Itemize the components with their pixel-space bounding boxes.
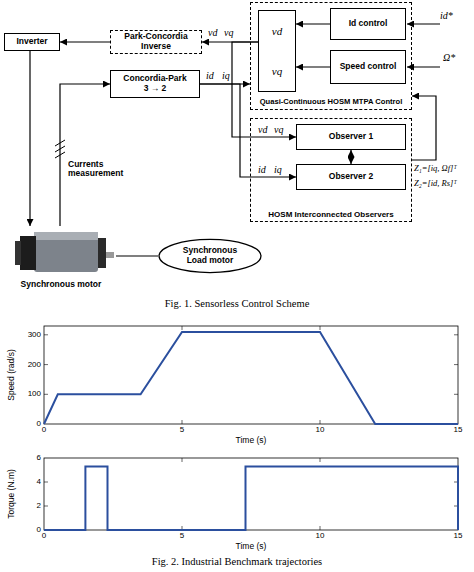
tick-label: 5 — [180, 532, 184, 541]
signal-connector — [412, 96, 436, 160]
node-text: Synchronous motor — [21, 280, 102, 290]
three-phase-mark — [55, 140, 65, 158]
signal-label: vq — [224, 27, 233, 38]
signal-connector — [29, 51, 30, 226]
motor-highlight — [34, 232, 98, 240]
signal-connector — [202, 41, 258, 42]
tick-label: 10 — [316, 532, 325, 541]
signal-label: iq — [222, 70, 230, 81]
signal-label: vd — [258, 124, 267, 135]
tick-label: 0 — [37, 420, 41, 429]
motor-endcap — [20, 236, 36, 270]
node-text: Inverter — [16, 37, 47, 47]
node-text: Synchronous Load motor — [174, 246, 246, 266]
tick-label: 0 — [37, 526, 41, 535]
controller-box: Id control — [330, 8, 406, 40]
state-vector: Z₂=[id, Rs]ᵀ — [414, 179, 457, 188]
speed-chart — [44, 326, 458, 424]
state-vector: Z₁=[iq, Ωf]ᵀ — [414, 164, 457, 173]
signal-connector — [200, 84, 296, 177]
motor-flange — [98, 238, 106, 268]
tick-label: 15 — [454, 426, 463, 435]
motor-body — [34, 232, 98, 272]
signal-connector — [296, 66, 330, 67]
signal-connector — [350, 150, 351, 164]
signal-label: iq — [274, 164, 282, 175]
signal-label: id — [206, 70, 214, 81]
figure-caption: Fig. 2. Industrial Benchmark trajectorie… — [152, 556, 322, 568]
tick-label: 6 — [37, 454, 41, 463]
voltage-box: vd vq — [258, 10, 296, 92]
axis-title: Time (s) — [236, 542, 267, 551]
signal-connector — [296, 23, 330, 24]
transform-box: Park-Concordia Inverse — [110, 30, 202, 54]
torque-chart — [44, 458, 458, 530]
signal-connector — [116, 255, 158, 256]
tick-label: 300 — [28, 330, 41, 339]
observer-box: Observer 1 — [296, 124, 406, 150]
tick-label: 4 — [37, 478, 41, 487]
observer-box: Observer 2 — [296, 164, 406, 190]
control-group: Quasi-Continuous HOSM MTPA Control vd vq Id… — [250, 2, 412, 110]
plot-frame — [44, 458, 458, 530]
node-text: Observer 1 — [329, 132, 373, 142]
node-text: Park-Concordia Inverse — [111, 32, 201, 52]
node-text: vd — [272, 25, 282, 38]
motor-node: Synchronous motor — [6, 226, 116, 292]
signal-label: vq — [274, 124, 283, 135]
signal-connector — [200, 83, 250, 84]
tick-marks — [44, 458, 458, 530]
motor-connector — [15, 241, 21, 265]
figure-caption: Fig. 1. Sensorless Control Scheme — [165, 298, 310, 310]
torque-curve — [44, 466, 458, 530]
tick-label: 5 — [180, 426, 184, 435]
signal-connector — [60, 84, 110, 226]
inverter-box: Inverter — [4, 33, 60, 51]
axis-title: Speed (rad/s) — [7, 349, 16, 401]
node-text: Concordia-Park — [123, 74, 186, 84]
motor-drawing — [15, 232, 114, 272]
tick-label: 15 — [454, 532, 463, 541]
reference-label: Ω* — [443, 52, 455, 63]
axis-title: Time (s) — [236, 436, 267, 445]
tick-label: 10 — [316, 426, 325, 435]
reference-label: id* — [440, 10, 453, 21]
speed-curve — [44, 332, 458, 424]
node-text: vq — [272, 65, 282, 78]
axis-title: Torque (N.m) — [7, 469, 16, 519]
signal-connector — [60, 41, 110, 42]
load-motor-ellipse: Synchronous Load motor — [158, 238, 262, 274]
signal-note: Currents measurement — [68, 160, 132, 179]
ellipse-shape — [159, 239, 261, 272]
tick-label: 0 — [42, 532, 46, 541]
signal-connector — [232, 42, 296, 137]
node-text: Observer 2 — [329, 172, 373, 182]
node-text: 3 → 2 — [144, 84, 167, 94]
tick-marks — [44, 326, 458, 424]
transform-box: Concordia-Park3 → 2 — [110, 70, 200, 98]
node-text: Id control — [349, 19, 388, 29]
tick-label: 200 — [28, 360, 41, 369]
signal-label: id — [258, 164, 266, 175]
controller-box: Speed control — [330, 50, 406, 84]
node-text: HOSM Interconnected Observers — [268, 210, 393, 219]
signal-label: vd — [208, 27, 217, 38]
tick-label: 100 — [28, 390, 41, 399]
node-text: Speed control — [340, 62, 397, 72]
tick-label: 2 — [37, 502, 41, 511]
tick-label: 0 — [42, 426, 46, 435]
plot-frame — [44, 326, 458, 424]
node-text: Quasi-Continuous HOSM MTPA Control — [260, 98, 403, 107]
motor-shaft — [106, 252, 114, 258]
